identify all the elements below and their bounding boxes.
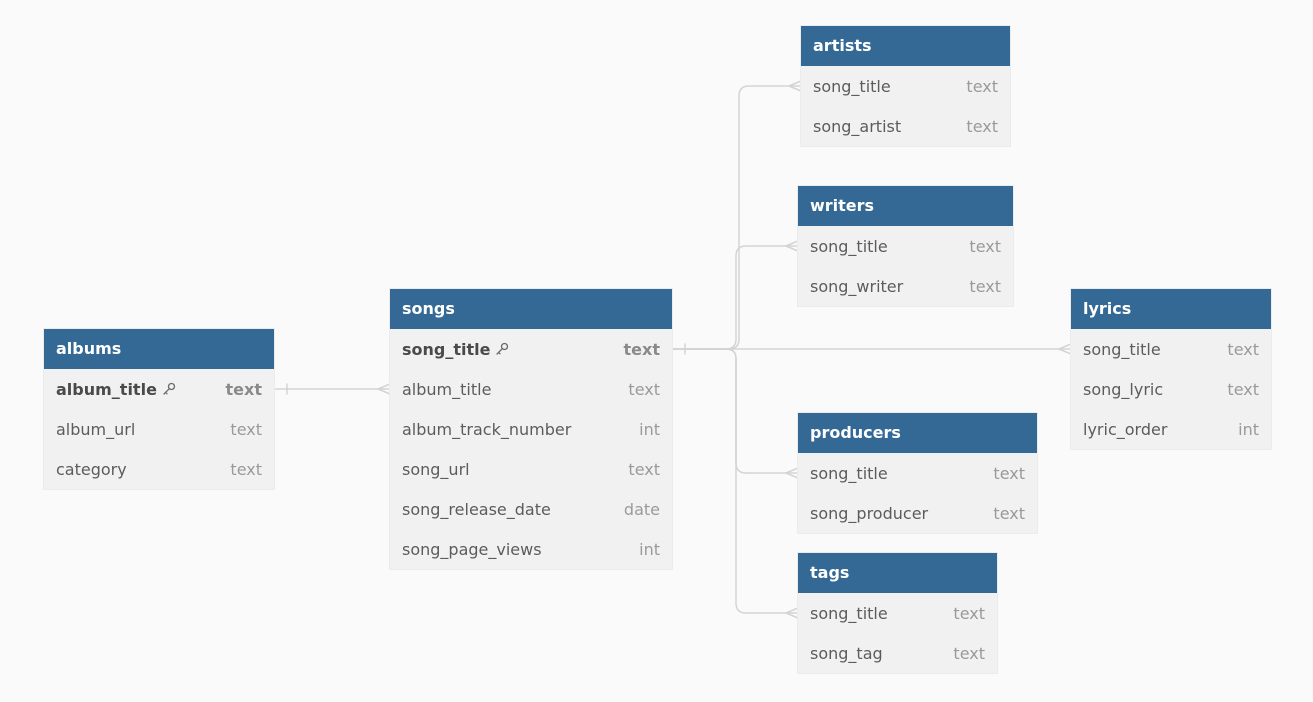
table-albums[interactable]: albums album_title text album_url text c… (44, 329, 274, 489)
table-artists[interactable]: artists song_title text song_artist text (801, 26, 1010, 146)
field-name: song_tag (810, 643, 883, 663)
field-type: text (966, 116, 998, 136)
field-row[interactable]: album_title text (390, 369, 672, 409)
table-header-producers[interactable]: producers (798, 413, 1037, 453)
field-row[interactable]: song_title text (798, 593, 997, 633)
field-row[interactable]: song_title text (801, 66, 1010, 106)
field-row[interactable]: song_lyric text (1071, 369, 1271, 409)
field-name: album_url (56, 419, 136, 439)
field-type: text (953, 603, 985, 623)
field-row[interactable]: song_url text (390, 449, 672, 489)
field-row[interactable]: album_url text (44, 409, 274, 449)
key-icon (162, 382, 176, 396)
field-name: song_title (402, 339, 491, 359)
field-type: text (966, 76, 998, 96)
field-name: album_title (402, 379, 492, 399)
field-row[interactable]: song_producer text (798, 493, 1037, 533)
field-type: text (230, 459, 262, 479)
field-type: text (628, 379, 660, 399)
field-row[interactable]: song_title text (798, 453, 1037, 493)
relationship-line (671, 348, 799, 614)
crows-foot-marker (785, 467, 799, 479)
crows-foot-marker (377, 383, 391, 395)
field-name: song_title (810, 463, 888, 483)
field-row[interactable]: song_page_views int (390, 529, 672, 569)
field-name: song_title (1083, 339, 1161, 359)
table-header-artists[interactable]: artists (801, 26, 1010, 66)
field-row[interactable]: song_tag text (798, 633, 997, 673)
crows-foot-marker (1058, 343, 1072, 355)
field-name: lyric_order (1083, 419, 1168, 439)
field-type: int (639, 419, 660, 439)
field-row[interactable]: song_writer text (798, 266, 1013, 306)
crows-foot-marker (788, 80, 802, 92)
field-name: song_url (402, 459, 470, 479)
crows-foot-marker (785, 607, 799, 619)
field-row[interactable]: lyric_order int (1071, 409, 1271, 449)
field-name: song_title (813, 76, 891, 96)
field-name: song_page_views (402, 539, 542, 559)
field-type: text (1227, 339, 1259, 359)
crows-foot-marker (785, 240, 799, 252)
field-row[interactable]: category text (44, 449, 274, 489)
field-row[interactable]: album_track_number int (390, 409, 672, 449)
table-producers[interactable]: producers song_title text song_producer … (798, 413, 1037, 533)
table-header-lyrics[interactable]: lyrics (1071, 289, 1271, 329)
field-name: category (56, 459, 127, 479)
table-header-writers[interactable]: writers (798, 186, 1013, 226)
field-row[interactable]: album_title text (44, 369, 274, 409)
table-header-tags[interactable]: tags (798, 553, 997, 593)
field-name: song_release_date (402, 499, 551, 519)
table-header-songs[interactable]: songs (390, 289, 672, 329)
field-name: song_title (810, 236, 888, 256)
field-name: song_writer (810, 276, 904, 296)
field-type: text (628, 459, 660, 479)
field-type: text (623, 339, 660, 359)
field-type: int (1238, 419, 1259, 439)
table-header-albums[interactable]: albums (44, 329, 274, 369)
field-row[interactable]: song_title text (1071, 329, 1271, 369)
field-row[interactable]: song_title text (390, 329, 672, 369)
field-name: song_title (810, 603, 888, 623)
field-type: date (623, 499, 660, 519)
key-icon (495, 342, 509, 356)
field-name: song_producer (810, 503, 929, 523)
field-type: text (993, 503, 1025, 523)
relationship-line (671, 348, 799, 474)
field-type: int (639, 539, 660, 559)
field-row[interactable]: song_artist text (801, 106, 1010, 146)
field-row[interactable]: song_title text (798, 226, 1013, 266)
table-lyrics[interactable]: lyrics song_title text song_lyric text l… (1071, 289, 1271, 449)
field-name: song_artist (813, 116, 902, 136)
table-songs[interactable]: songs song_title text album_title text a… (390, 289, 672, 569)
field-type: text (225, 379, 262, 399)
field-type: text (969, 236, 1001, 256)
relationship-line (671, 245, 799, 350)
field-name: album_title (56, 379, 157, 399)
field-type: text (953, 643, 985, 663)
field-type: text (969, 276, 1001, 296)
table-tags[interactable]: tags song_title text song_tag text (798, 553, 997, 673)
field-type: text (230, 419, 262, 439)
table-writers[interactable]: writers song_title text song_writer text (798, 186, 1013, 306)
field-name: song_lyric (1083, 379, 1164, 399)
field-name: album_track_number (402, 419, 572, 439)
field-row[interactable]: song_release_date date (390, 489, 672, 529)
field-type: text (993, 463, 1025, 483)
field-type: text (1227, 379, 1259, 399)
